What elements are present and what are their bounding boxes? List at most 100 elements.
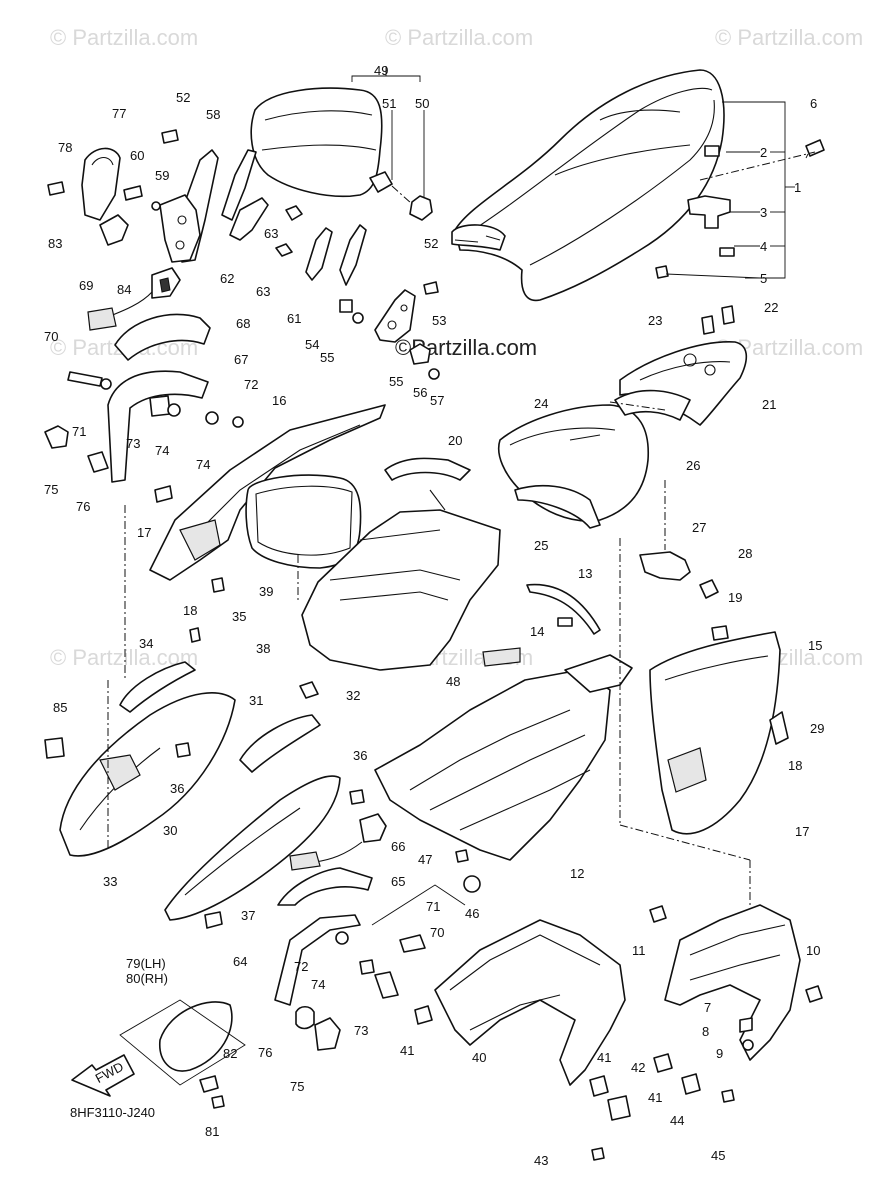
callout-72b: 72 [294, 959, 308, 974]
callout-31: 31 [249, 693, 263, 708]
callout-34: 34 [139, 636, 153, 651]
callout-8: 8 [702, 1024, 709, 1039]
callout-84: 84 [117, 282, 131, 297]
callout-20: 20 [448, 433, 462, 448]
rear-fender-group [149, 404, 501, 671]
callout-76b: 76 [258, 1045, 272, 1060]
callout-73b: 73 [354, 1023, 368, 1038]
callout-83: 83 [48, 236, 62, 251]
callout-3: 3 [760, 205, 767, 220]
watermark-top-center: © Partzilla.com [385, 25, 533, 50]
rear-strap-group [47, 147, 181, 331]
callout-70b: 70 [430, 925, 444, 940]
callout-75b: 75 [290, 1079, 304, 1094]
callout-59: 59 [155, 168, 169, 183]
callout-70a: 70 [44, 329, 58, 344]
callout-71a: 71 [72, 424, 86, 439]
callout-63a: 63 [264, 226, 278, 241]
grab-rails [44, 313, 244, 483]
callout-66: 66 [391, 839, 405, 854]
seat-assembly [451, 69, 825, 302]
callout-53: 53 [432, 313, 446, 328]
callout-5: 5 [760, 271, 767, 286]
callout-38: 38 [256, 641, 270, 656]
callout-32: 32 [346, 688, 360, 703]
callout-19: 19 [728, 590, 742, 605]
callout-33: 33 [103, 874, 117, 889]
callout-48: 48 [446, 674, 460, 689]
callout-57: 57 [430, 393, 444, 408]
callout-30: 30 [163, 823, 177, 838]
callout-18b: 18 [788, 758, 802, 773]
callout-9: 9 [716, 1046, 723, 1061]
callout-69: 69 [79, 278, 93, 293]
callout-62: 62 [220, 271, 234, 286]
callout-23: 23 [648, 313, 662, 328]
callout-51: 51 [382, 96, 396, 111]
callout-76a: 76 [76, 499, 90, 514]
callout-49: 49 [374, 63, 388, 78]
callout-37: 37 [241, 908, 255, 923]
callout-54: 54 [305, 337, 319, 352]
callout-17b: 17 [795, 824, 809, 839]
callout-58: 58 [206, 107, 220, 122]
callout-78: 78 [58, 140, 72, 155]
callout-25: 25 [534, 538, 548, 553]
callout-24: 24 [534, 396, 548, 411]
rear-subframe [414, 919, 735, 1161]
bracket-27 [639, 551, 719, 599]
fwd-arrow: FWD [71, 1054, 135, 1097]
rear-seat-cover [498, 389, 691, 529]
callout-21: 21 [762, 397, 776, 412]
callout-68: 68 [236, 316, 250, 331]
callout-10: 10 [806, 943, 820, 958]
callout-64: 64 [233, 954, 247, 969]
callout-18a: 18 [183, 603, 197, 618]
callout-47: 47 [418, 852, 432, 867]
diagram-code: 8HF3110-J240 [70, 1105, 155, 1120]
callout-43: 43 [534, 1153, 548, 1168]
backrest-assembly [250, 66, 433, 221]
callout-65: 65 [391, 874, 405, 889]
callout-7: 7 [704, 1000, 711, 1015]
callout-29: 29 [810, 721, 824, 736]
callout-layer: 1 2 3 4 5 6 7 8 9 10 11 12 13 14 15 16 1… [44, 63, 824, 1168]
callout-80-rh: 80(RH) [126, 971, 168, 986]
callout-16: 16 [272, 393, 286, 408]
lower-left-hardware [44, 485, 426, 1109]
right-side-cover [649, 625, 789, 835]
leader-lines [107, 480, 751, 1086]
callout-15: 15 [808, 638, 822, 653]
rear-carrier [649, 904, 823, 1061]
callout-56: 56 [413, 385, 427, 400]
callout-42: 42 [631, 1060, 645, 1075]
callout-79-lh: 79(LH) [126, 956, 166, 971]
callout-67: 67 [234, 352, 248, 367]
backrest-brackets [123, 129, 440, 380]
callout-52a: 52 [176, 90, 190, 105]
callout-85: 85 [53, 700, 67, 715]
callout-63b: 63 [256, 284, 270, 299]
callout-60: 60 [130, 148, 144, 163]
callout-73a: 73 [126, 436, 140, 451]
callout-74a: 74 [155, 443, 169, 458]
callout-81: 81 [205, 1124, 219, 1139]
callout-50: 50 [415, 96, 429, 111]
callout-12: 12 [570, 866, 584, 881]
callout-74c: 74 [311, 977, 325, 992]
callout-41b: 41 [597, 1050, 611, 1065]
watermark-top-right: © Partzilla.com [715, 25, 863, 50]
callout-13: 13 [578, 566, 592, 581]
callout-77: 77 [112, 106, 126, 121]
callout-26: 26 [686, 458, 700, 473]
callout-82: 82 [223, 1046, 237, 1061]
callout-27: 27 [692, 520, 706, 535]
callout-11: 11 [632, 943, 646, 958]
callout-61: 61 [287, 311, 301, 326]
callout-44: 44 [670, 1113, 684, 1128]
callout-1: 1 [794, 180, 801, 195]
callout-74b: 74 [196, 457, 210, 472]
callout-39: 39 [259, 584, 273, 599]
callout-46: 46 [465, 906, 479, 921]
callout-55a: 55 [320, 350, 334, 365]
